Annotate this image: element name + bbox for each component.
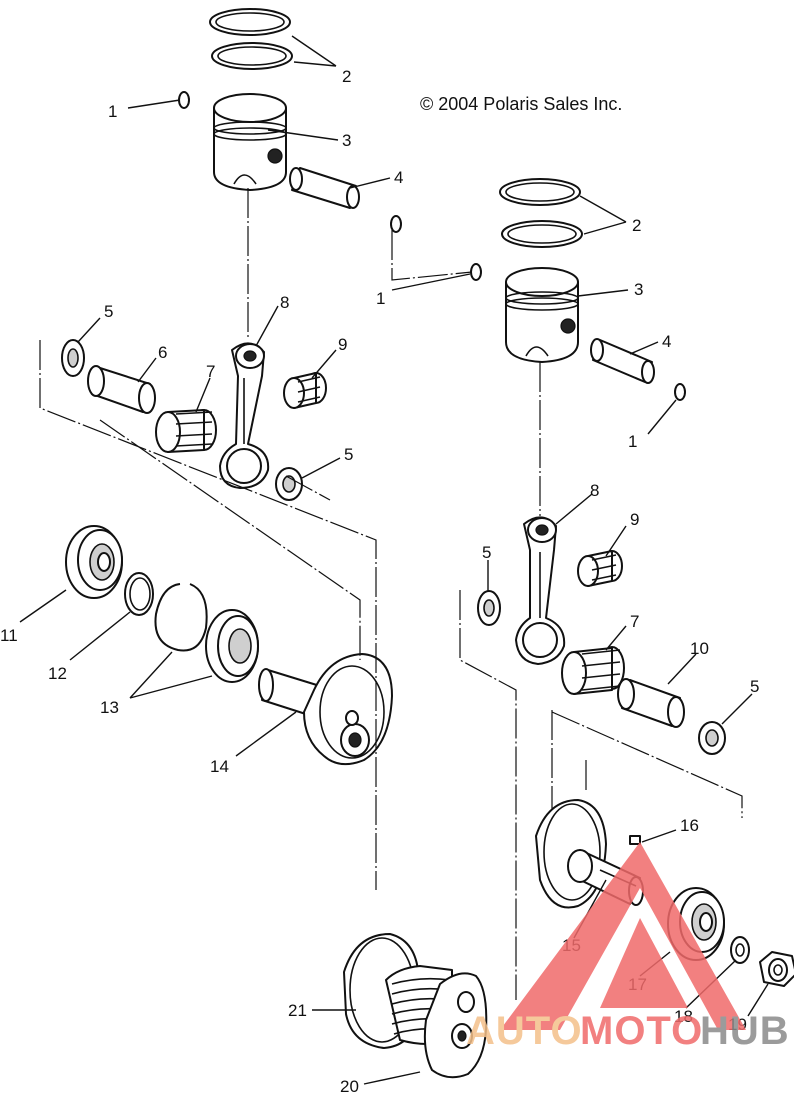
thrust-washer-right-lower <box>698 721 726 755</box>
piston-pin-upper <box>289 167 360 209</box>
callout-5-left-inner: 5 <box>344 445 353 464</box>
callout-18: 18 <box>674 1007 693 1026</box>
piston-lower <box>505 267 579 363</box>
piston-rings-lower <box>499 178 583 248</box>
circlip-upper-left <box>178 91 190 109</box>
callout-7-left: 7 <box>206 362 215 381</box>
needle-bearing-big-end-right <box>561 646 625 695</box>
callout-4-lower: 4 <box>662 332 671 351</box>
piston-upper <box>213 93 287 191</box>
watermark-text-auto: AUTO <box>466 1009 583 1053</box>
callout-3-upper: 3 <box>342 131 351 150</box>
retaining-ring-left <box>154 583 208 652</box>
thrust-washer-left-outer <box>61 339 85 377</box>
callout-10: 10 <box>690 639 709 658</box>
callout-20: 20 <box>340 1077 359 1095</box>
needle-bearing-big-end-left <box>155 409 217 453</box>
callout-8-right: 8 <box>590 481 599 500</box>
nut-right <box>759 951 794 987</box>
washer-right <box>730 936 750 964</box>
main-bearing-inner-left <box>205 609 259 683</box>
callout-9-right: 9 <box>630 510 639 529</box>
shim-washer-left <box>124 572 154 616</box>
circlip-lower-left <box>470 263 482 281</box>
callout-1-lower: 1 <box>628 432 637 451</box>
callout-2-lower: 2 <box>632 216 641 235</box>
needle-bearing-small-end-right <box>577 550 623 587</box>
callout-5-right-lower: 5 <box>750 677 759 696</box>
copyright-text: © 2004 Polaris Sales Inc. <box>420 94 622 114</box>
callout-5-right-upper: 5 <box>482 543 491 562</box>
leader-lines <box>19 35 769 1085</box>
automotohub-watermark: AUTO MOTO HUB <box>466 842 790 1053</box>
crankpin-right <box>617 678 685 728</box>
circlip-upper-right <box>390 215 402 233</box>
callout-13: 13 <box>100 698 119 717</box>
alignment-lines <box>39 188 743 1000</box>
callout-4-upper: 4 <box>394 168 403 187</box>
piston-rings-upper <box>209 8 293 70</box>
needle-bearing-small-end-left <box>283 372 327 409</box>
callout-8-left: 8 <box>280 293 289 312</box>
callout-5-left-outer: 5 <box>104 302 113 321</box>
thrust-washer-left-inner <box>275 467 303 501</box>
callout-16: 16 <box>680 816 699 835</box>
callout-21: 21 <box>288 1001 307 1020</box>
callout-3-lower: 3 <box>634 280 643 299</box>
connecting-rod-right <box>515 516 566 665</box>
callout-2-upper: 2 <box>342 67 351 86</box>
main-bearing-outer-left <box>65 525 123 599</box>
callout-6: 6 <box>158 343 167 362</box>
callout-9-left: 9 <box>338 335 347 354</box>
callout-12: 12 <box>48 664 67 683</box>
thrust-washer-right-upper <box>477 590 501 626</box>
callout-1-upper: 1 <box>108 102 117 121</box>
crankshaft-half-left <box>258 653 393 766</box>
watermark-triangle-logo <box>500 842 746 1030</box>
crankshaft-assembly <box>343 933 488 1079</box>
watermark-text-hub: HUB <box>700 1009 790 1053</box>
crankpin-left <box>87 365 156 414</box>
woodruff-key <box>629 835 641 845</box>
callout-14: 14 <box>210 757 229 776</box>
callout-7-right: 7 <box>630 612 639 631</box>
callout-11: 11 <box>0 626 18 645</box>
callout-numbers: 1 2 3 4 1 2 3 4 1 5 6 7 8 9 5 8 9 5 7 10… <box>0 67 759 1095</box>
watermark-text-moto: MOTO <box>580 1009 703 1053</box>
piston-pin-lower <box>590 338 655 384</box>
circlip-lower-right <box>674 383 686 401</box>
callout-1-middle: 1 <box>376 289 385 308</box>
connecting-rod-left <box>219 342 270 489</box>
